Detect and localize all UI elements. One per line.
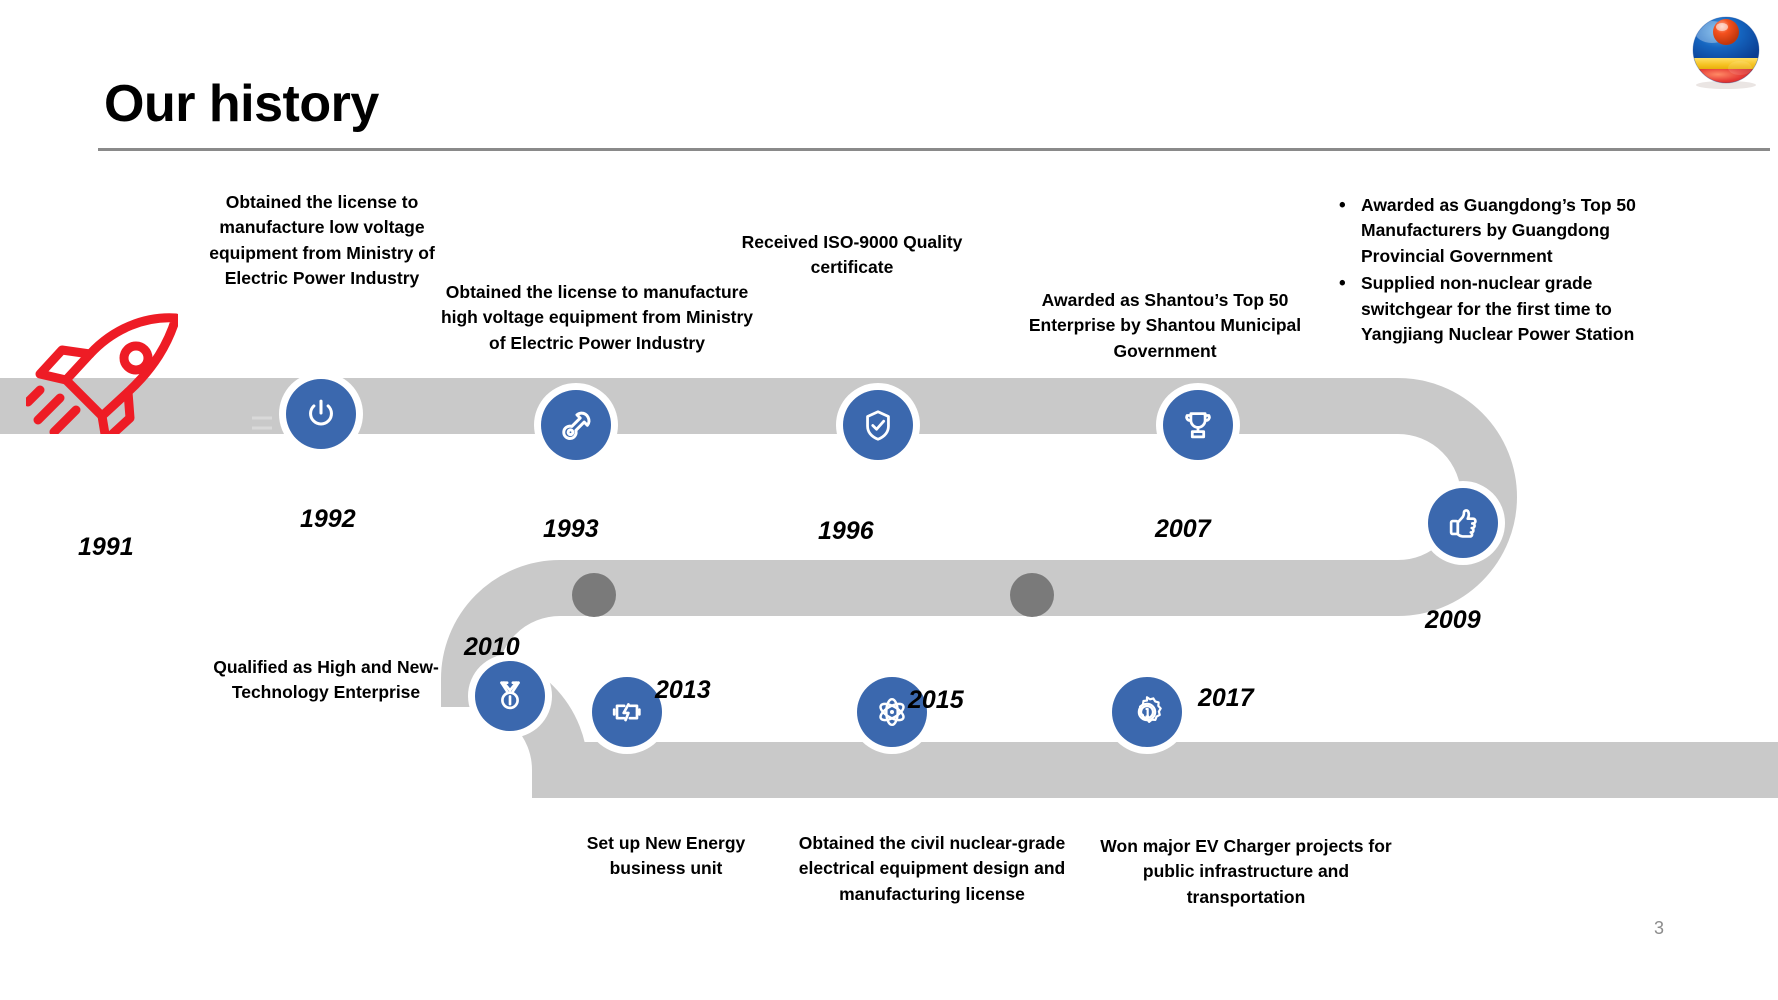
milestone-node-2013[interactable] — [592, 677, 662, 747]
company-sphere-logo — [1682, 6, 1766, 90]
bullet-text: Supplied non-nuclear grade switchgear fo… — [1361, 273, 1635, 344]
milestone-node-1996[interactable] — [843, 390, 913, 460]
power-button-icon — [309, 399, 333, 426]
bullet-dot-icon: • — [1339, 195, 1346, 216]
bullet-text: Awarded as Guangdong’s Top 50 Manufactur… — [1361, 195, 1636, 266]
milestone-node-1993[interactable] — [541, 390, 611, 460]
year-label-2013: 2013 — [655, 676, 711, 704]
award-badge-icon — [1137, 696, 1162, 723]
medal-icon — [500, 681, 520, 710]
road-waypoint-dot — [572, 573, 616, 617]
milestone-node-2007[interactable] — [1163, 390, 1233, 460]
list-item: • Supplied non-nuclear grade switchgear … — [1335, 271, 1667, 347]
year-label-1991: 1991 — [78, 533, 134, 561]
milestone-text-2017: Won major EV Charger projects for public… — [1100, 836, 1392, 907]
milestone-text-2007: Awarded as Shantou’s Top 50 Enterprise b… — [1028, 290, 1302, 361]
milestone-bullets-2009: • Awarded as Guangdong’s Top 50 Manufact… — [1335, 193, 1667, 349]
year-label-1993: 1993 — [543, 515, 599, 543]
year-label-1996: 1996 — [818, 517, 874, 545]
bullet-dot-icon: • — [1339, 273, 1346, 295]
milestone-text-2010: Qualified as High and New-Technology Ent… — [213, 657, 439, 703]
list-item: • Awarded as Guangdong’s Top 50 Manufact… — [1335, 193, 1667, 269]
year-label-2017: 2017 — [1198, 684, 1254, 712]
year-label-2009: 2009 — [1425, 606, 1481, 634]
year-label-2007: 2007 — [1155, 515, 1211, 543]
trophy-icon — [1185, 412, 1211, 439]
milestone-node-2009[interactable] — [1428, 488, 1498, 558]
milestone-node-2015[interactable] — [857, 677, 927, 747]
battery-charging-icon — [612, 703, 641, 722]
rocket-icon — [23, 306, 181, 445]
year-label-1992: 1992 — [300, 505, 356, 533]
title-divider — [98, 148, 1770, 151]
road-waypoint-dot — [1010, 573, 1054, 617]
atom-icon — [879, 697, 905, 727]
milestone-text-1993: Obtained the license to manufacture high… — [440, 282, 754, 353]
milestone-text-1996: Received ISO-9000 Quality certificate — [741, 232, 963, 278]
page-title: Our history — [104, 75, 379, 133]
milestone-node-2010[interactable] — [475, 661, 545, 731]
milestone-node-2017[interactable] — [1112, 677, 1182, 747]
thumbs-up-icon — [1449, 509, 1477, 538]
milestone-node-1992[interactable] — [286, 379, 356, 449]
year-label-2015: 2015 — [908, 686, 964, 714]
shield-check-icon — [866, 410, 890, 441]
milestone-text-2015: Obtained the civil nuclear-grade electri… — [798, 833, 1066, 904]
milestone-text-2013: Set up New Energy business unit — [586, 833, 746, 879]
page-number: 3 — [1654, 918, 1665, 938]
wrench-icon — [562, 411, 591, 440]
milestone-text-1992: Obtained the license to manufacture low … — [209, 192, 435, 289]
year-label-2010: 2010 — [464, 633, 520, 661]
